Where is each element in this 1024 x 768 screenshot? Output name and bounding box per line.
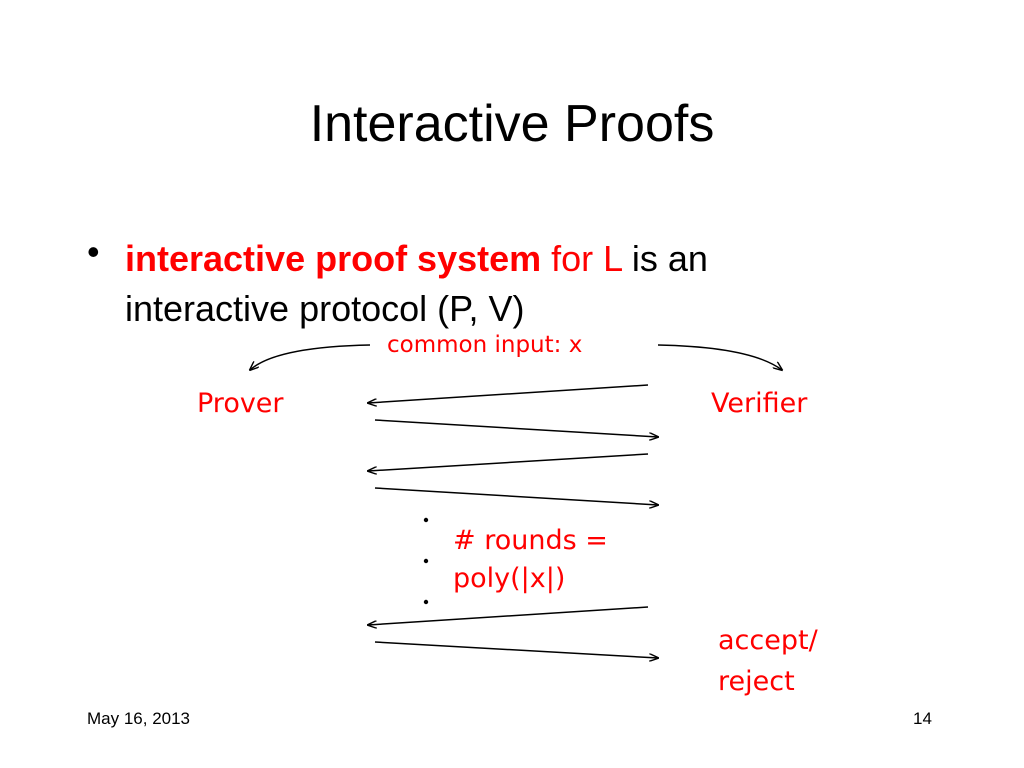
bullet-rest: is an bbox=[621, 238, 708, 279]
verifier-label: Verifier bbox=[711, 388, 808, 419]
outcome-label-line2: reject bbox=[718, 666, 795, 697]
bullet-marker: • bbox=[87, 231, 100, 272]
message-arrow-v-to-p-2 bbox=[368, 453, 649, 471]
footer-page-number: 14 bbox=[913, 709, 932, 728]
ellipsis-dot-1 bbox=[423, 517, 429, 523]
common-input-curve-left bbox=[250, 344, 371, 370]
prover-label: Prover bbox=[197, 388, 284, 419]
message-arrow-p-to-v-2 bbox=[374, 487, 658, 505]
message-arrow-p-to-v-1 bbox=[374, 419, 658, 437]
bullet-line2: interactive protocol (P, V) bbox=[125, 288, 525, 329]
rounds-label-line2: poly(|x|) bbox=[453, 563, 566, 594]
message-arrow-v-to-p-3 bbox=[368, 606, 649, 625]
bullet-for-l: for L bbox=[541, 238, 622, 279]
bullet-text: interactive proof system for L is an int… bbox=[125, 234, 925, 334]
footer-date: May 16, 2013 bbox=[87, 709, 191, 728]
slide-title: Interactive Proofs bbox=[309, 95, 715, 153]
ellipsis-dot-2 bbox=[423, 558, 429, 564]
message-arrow-p-to-v-3 bbox=[374, 641, 658, 658]
message-arrow-v-to-p-1 bbox=[368, 384, 649, 403]
outcome-label-line1: accept/ bbox=[718, 625, 818, 656]
common-input-label: common input: x bbox=[387, 332, 583, 358]
common-input-curve-right bbox=[657, 344, 782, 370]
bullet-term: interactive proof system bbox=[125, 238, 542, 279]
ellipsis-dot-3 bbox=[423, 599, 429, 605]
rounds-label-line1: # rounds = bbox=[453, 525, 608, 556]
